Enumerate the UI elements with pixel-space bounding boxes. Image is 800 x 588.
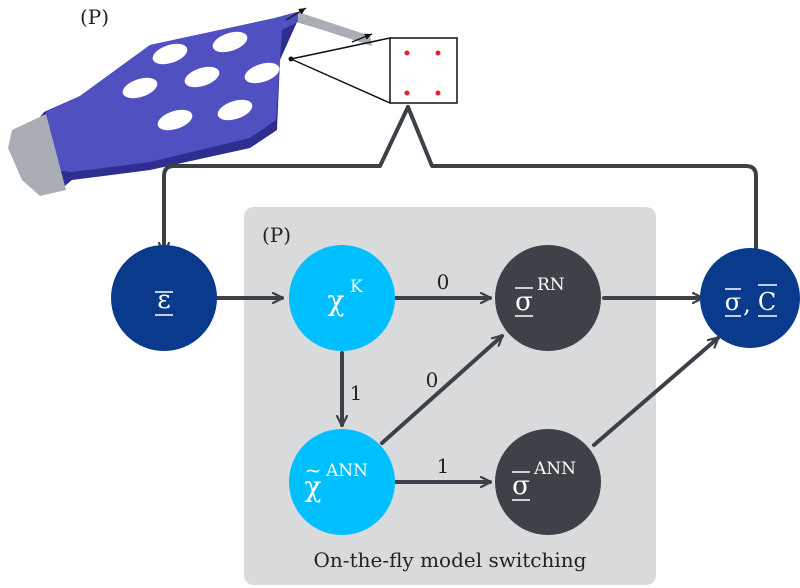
node-chi-k: χ K <box>289 245 395 351</box>
strain-symbol: ε <box>157 285 170 315</box>
material-point-zoom <box>288 37 458 104</box>
chi-k-superscript: K <box>350 277 363 297</box>
edge-sigma-ann-to-output <box>592 336 720 447</box>
chi-ann-superscript: ANN <box>325 461 368 481</box>
sigma-ann-symbol: σ <box>512 471 530 501</box>
top-label: (P) <box>80 5 109 29</box>
top-grip <box>298 12 372 46</box>
perforated-plate-specimen-icon <box>8 7 373 196</box>
loop-arrow-left <box>164 105 410 254</box>
gauss-points <box>404 50 441 96</box>
node-output: σ , C <box>700 248 800 348</box>
edge-chi-ann-to-sigma-rn <box>380 334 504 445</box>
panel-caption: On-the-fly model switching <box>314 548 587 572</box>
rve-inset-box <box>389 37 458 104</box>
output-sigma-symbol: σ <box>725 288 741 316</box>
edge-label-chi-k-to-sigma-rn: 0 <box>437 270 450 294</box>
sigma-rn-symbol: σ <box>515 287 533 317</box>
node-chi-ann: ~ χ ANN <box>289 429 395 535</box>
sigma-ann-superscript: ANN <box>533 459 576 479</box>
panel-label: (P) <box>262 223 291 247</box>
edge-label-chi-ann-to-sigma-ann: 1 <box>437 454 450 478</box>
edge-label-chi-k-to-chi-ann: 1 <box>350 381 363 405</box>
loop-arrow-right <box>406 105 758 252</box>
output-c-symbol: C <box>758 288 776 316</box>
chi-ann-accent: ~ <box>305 458 322 482</box>
chi-ann-symbol: χ <box>305 470 322 503</box>
sigma-rn-superscript: RN <box>537 275 565 295</box>
bottom-grip <box>8 114 66 196</box>
node-sigma-rn: σ RN <box>495 245 601 351</box>
edge-label-chi-ann-to-sigma-rn: 0 <box>426 368 439 392</box>
chi-k-symbol: χ <box>328 284 345 317</box>
node-strain: ε <box>111 245 217 351</box>
node-sigma-ann: σ ANN <box>495 429 601 535</box>
output-separator: , <box>743 290 751 318</box>
plate-holes <box>122 31 280 131</box>
